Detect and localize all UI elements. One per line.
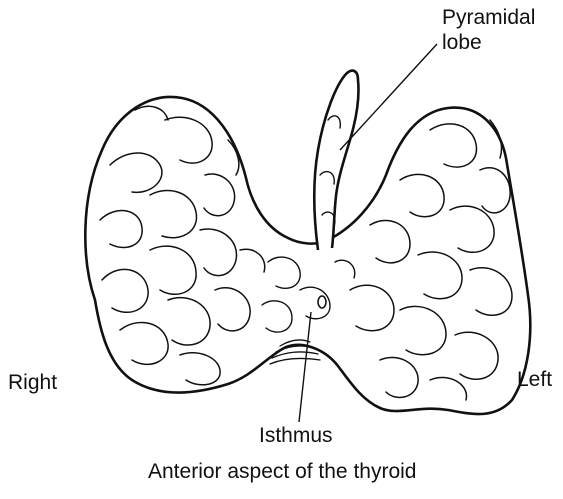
pyramidal-lobe-label-line2: lobe [442, 30, 535, 55]
left-side-label: Left [517, 367, 552, 392]
thyroid-outline [85, 97, 530, 414]
isthmus-label: Isthmus [259, 423, 333, 448]
pyramidal-lobe-label-line1: Pyramidal [442, 5, 535, 30]
right-side-label: Right [8, 370, 57, 395]
pyramidal-lobe-label: Pyramidal lobe [442, 5, 535, 55]
figure-caption: Anterior aspect of the thyroid [148, 459, 416, 484]
